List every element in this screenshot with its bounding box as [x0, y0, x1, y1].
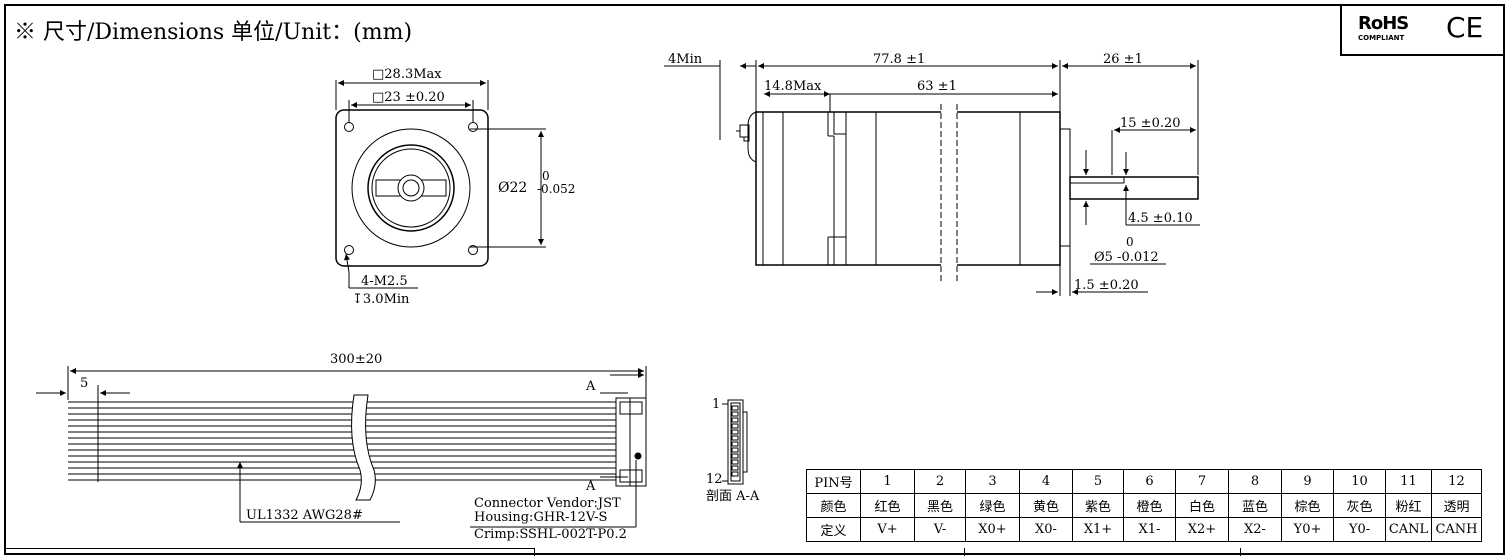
title-block-divider-1: [534, 548, 535, 556]
housing-label: Housing:GHR-12V-S: [474, 510, 607, 525]
table-cell: 10: [1333, 469, 1386, 494]
shaft-length-label: 26 ±1: [1103, 52, 1143, 67]
table-cell: X2-: [1228, 517, 1282, 542]
front-view: [335, 80, 546, 289]
table-cell: X0+: [965, 517, 1020, 542]
table-cell: X1+: [1072, 517, 1124, 542]
pin-table: PIN号 1 2 3 4 5 6 7 8 9 10 11 12 颜色 红色 黑色…: [806, 469, 1482, 542]
title-block-line: [4, 548, 535, 549]
table-row: 定义 V+ V- X0+ X0- X1+ X1- X2+ X2- Y0+ Y0-…: [806, 517, 1482, 542]
table-cell: 紫色: [1072, 493, 1124, 518]
table-cell: CANL: [1385, 517, 1432, 542]
section-mark-bottom: A: [585, 479, 596, 494]
table-cell: 橙色: [1123, 493, 1176, 518]
table-cell: 黄色: [1019, 493, 1073, 518]
rohs-compliant-text: COMPLIANT: [1358, 34, 1405, 42]
outer-square-label: □28.3Max: [372, 67, 442, 82]
cable-length-label: 300±20: [330, 352, 382, 367]
shaft-tol-upper: 0: [1126, 235, 1134, 249]
table-cell: V+: [860, 517, 915, 542]
wire-bundle: [68, 400, 616, 482]
table-cell: 白色: [1175, 493, 1229, 518]
table-cell: 3: [965, 469, 1020, 494]
table-cell: 蓝色: [1228, 493, 1282, 518]
table-cell: 5: [1072, 469, 1124, 494]
table-cell: Y0+: [1281, 517, 1334, 542]
boss-height-label: 1.5 ±0.20: [1074, 278, 1139, 293]
pilot-tol-upper: 0: [542, 169, 550, 183]
table-cell: 灰色: [1333, 493, 1386, 518]
pilot-tol-lower: -0.052: [537, 182, 575, 196]
shaft-diameter-label: Ø5 -0.012: [1094, 250, 1159, 265]
body-length-label: 77.8 ±1: [873, 52, 925, 67]
connector-vendor-label: Connector Vendor:JST: [474, 496, 621, 511]
table-cell: 4: [1019, 469, 1073, 494]
wire-spec-label: UL1332 AWG28#: [246, 508, 363, 523]
connector-section: [722, 399, 748, 485]
table-cell: 透明: [1431, 493, 1482, 518]
section-pin-first: 1: [712, 397, 720, 412]
table-cell: 绿色: [965, 493, 1020, 518]
table-cell: Y0-: [1333, 517, 1386, 542]
flat-length-label: 15 ±0.20: [1120, 116, 1181, 131]
table-cell: 颜色: [806, 493, 861, 518]
table-row: 颜色 红色 黑色 绿色 黄色 紫色 橙色 白色 蓝色 棕色 灰色 粉红 透明: [806, 493, 1482, 518]
table-cell: 9: [1281, 469, 1334, 494]
table-cell: V-: [914, 517, 966, 542]
strip-length-label: 5: [80, 376, 88, 391]
inner-square-label: □23 ±0.20: [372, 90, 445, 105]
table-cell: 8: [1228, 469, 1282, 494]
title-block-divider-3: [1240, 548, 1241, 556]
ce-mark: CE: [1446, 11, 1484, 44]
section-mark-top: A: [585, 379, 596, 394]
min4-label: 4Min: [668, 52, 703, 67]
table-cell: 7: [1175, 469, 1229, 494]
table-cell: 粉红: [1385, 493, 1432, 518]
table-cell: 棕色: [1281, 493, 1334, 518]
table-cell: 1: [860, 469, 915, 494]
table-cell: 定义: [806, 517, 861, 542]
table-row: PIN号 1 2 3 4 5 6 7 8 9 10 11 12: [806, 469, 1482, 494]
section-pin-last: 12: [706, 472, 723, 487]
table-cell: X0-: [1019, 517, 1073, 542]
table-cell: 6: [1123, 469, 1176, 494]
table-cell: 黑色: [914, 493, 966, 518]
page-title: ※ 尺寸/Dimensions 单位/Unit：(mm): [14, 20, 413, 45]
section-label: 剖面 A-A: [706, 489, 760, 504]
side-view: [664, 60, 1200, 296]
table-cell: 红色: [860, 493, 915, 518]
hole-spec-label: 4-M2.5: [361, 274, 408, 289]
rohs-logo: RoHS: [1358, 13, 1409, 34]
certification-box: RoHS COMPLIANT CE: [1340, 4, 1505, 56]
table-cell: X1-: [1123, 517, 1176, 542]
motor-length-label: 63 ±1: [917, 79, 957, 94]
drawing-frame: [4, 4, 1505, 555]
cable-drawing: [36, 366, 647, 528]
table-cell: CANH: [1431, 517, 1482, 542]
table-cell: 2: [914, 469, 966, 494]
table-cell: X2+: [1175, 517, 1229, 542]
table-cell: 11: [1385, 469, 1432, 494]
title-block-divider-2: [964, 548, 965, 556]
pilot-diameter-label: Ø22: [498, 180, 527, 196]
table-cell: 12: [1431, 469, 1482, 494]
hole-depth-label: ↧3.0Min: [352, 292, 410, 307]
flat-depth-label: 4.5 ±0.10: [1128, 211, 1193, 226]
crimp-label: Crimp:SSHL-002T-P0.2: [474, 527, 627, 542]
table-cell: PIN号: [806, 469, 861, 494]
connector-max-label: 14.8Max: [764, 79, 822, 94]
